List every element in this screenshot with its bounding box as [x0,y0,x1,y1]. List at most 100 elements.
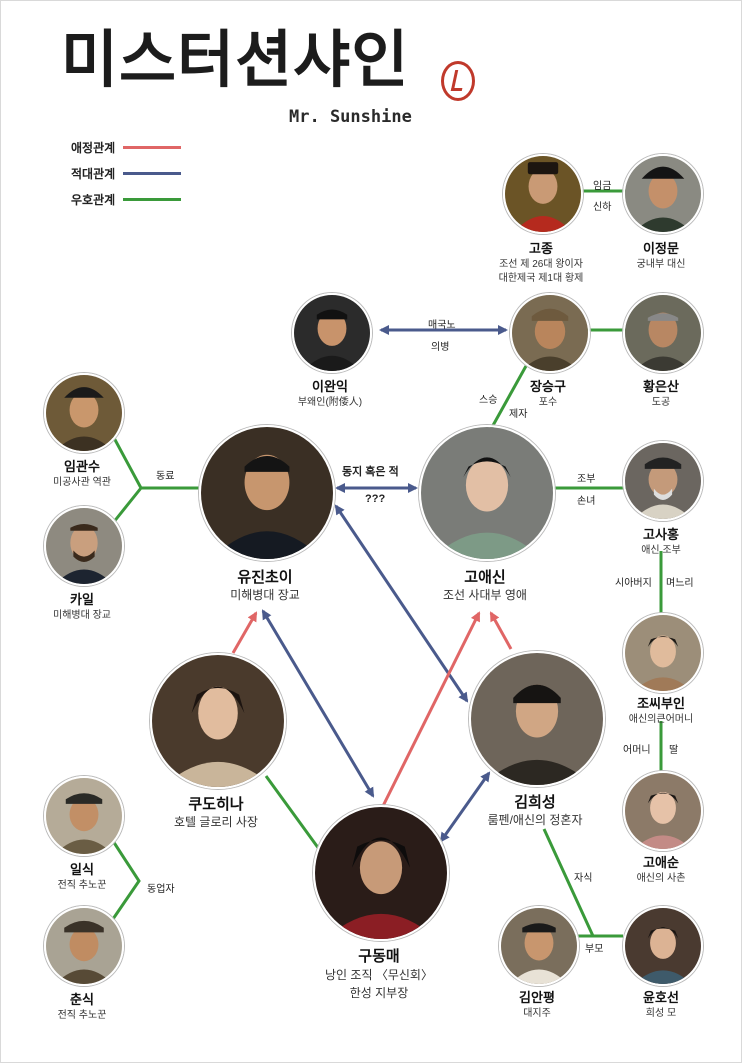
red-seal-stamp [441,61,475,101]
portrait-hwangeunsan [623,293,703,373]
link-ilsik-chunsik [111,840,141,920]
character-desc: 미해병대 장교 [53,610,111,621]
rel-partner: 동업자 [147,884,175,895]
legend-love: 애정관계 [71,139,182,156]
link-kimheesung-goaesin [489,611,513,650]
show-subtitle: Mr. Sunshine [289,107,412,127]
legend-hostile-line [123,172,182,175]
character-name: 카일 [70,592,94,607]
character-name: 유진초이 [237,569,293,586]
legend-friendly: 우호관계 [71,191,182,208]
portrait-goaesun [623,771,703,851]
character-name: 이완익 [312,379,348,394]
rel-father-in-law: 시아버지 [615,578,652,589]
character-name: 고애순 [643,855,679,870]
character-desc: 조선 제 26대 왕이자 [499,259,583,270]
portrait-leejungmun [623,154,703,234]
rel-parent: 부모 [585,944,604,955]
link-imgwansu-kyle-eugene [111,435,199,524]
rel-daughter-in-law: 며느리 [666,578,694,589]
character-desc: 포수 [538,397,558,408]
character-desc: 호텔 글로리 사장 [174,815,258,829]
character-name: 김희성 [514,794,556,811]
character-name: 조씨부인 [637,696,685,711]
portrait-gosahong [623,441,703,521]
rel-subject: 신하 [593,202,612,213]
character-name: 윤호선 [643,990,679,1005]
rel-teacher: 스승 [479,395,498,406]
link-gudongmae-kimheesung [439,771,491,843]
link-gudongmae-goaesin [381,611,481,807]
character-name: 쿠도히나 [188,796,244,813]
character-desc: 궁내부 대신 [636,259,686,270]
portrait-chunsik [44,906,124,986]
portrait-kyle [44,506,124,586]
portrait-leewanik [292,293,372,373]
portrait-joassi [623,613,703,693]
character-name: 구동매 [358,948,400,965]
rel-colleague: 동료 [156,471,175,482]
character-desc: 대지주 [523,1008,551,1019]
portrait-kimheesung [469,651,605,787]
rel-comrade-or-enemy: 동지 혹은 적 [342,466,399,478]
character-desc: 낭인 조직 〈무신회〉 [325,968,433,982]
portrait-eugene [199,425,335,561]
character-desc: 미공사관 역관 [53,477,111,488]
legend-love-line [123,146,182,149]
character-desc: 룸펜/애신의 정혼자 [487,813,583,827]
character-name: 춘식 [70,992,94,1007]
character-name: 고애신 [464,569,506,586]
legend-friendly-line [123,198,182,201]
character-desc: 조선 사대부 영애 [443,588,527,602]
character-desc: 부왜인(附倭人) [297,397,363,408]
character-name: 임관수 [64,459,100,474]
link-eugene-kimheesung [334,504,469,703]
rel-mother: 어머니 [623,745,651,756]
show-title: 미스터션샤인 [61,23,410,96]
portrait-yunhoseon [623,906,703,986]
character-desc: 전직 추노꾼 [57,1010,107,1021]
portrait-kudohina [150,653,286,789]
character-name: 일식 [70,862,94,877]
rel-child: 자식 [574,873,593,884]
rel-militia: 의병 [431,342,450,353]
legend-friendly-label: 우호관계 [71,193,116,207]
legend-hostile: 적대관계 [71,165,182,182]
character-desc: 애신의큰어머니 [628,714,694,725]
rel-king: 임금 [593,181,612,192]
character-name: 김안평 [519,990,555,1005]
link-kudohina-eugene [231,611,258,654]
portrait-ilsik [44,776,124,856]
character-name: 고종 [529,241,553,256]
portrait-kimanpyeong [499,906,579,986]
character-desc: 도공 [651,397,671,408]
rel-daughter: 딸 [669,745,679,756]
legend-love-label: 애정관계 [71,141,116,155]
link-eugene-gudongmae [261,609,375,798]
rel-unknown: ??? [365,493,386,505]
rel-disciple: 제자 [509,409,528,420]
link-jangseunggu-goaesin [489,365,528,430]
character-desc-2: 대한제국 제1대 황제 [498,273,584,284]
character-name: 이정문 [643,241,679,256]
portrait-gudongmae [313,805,449,941]
legend-hostile-label: 적대관계 [71,167,116,181]
character-desc: 전직 추노꾼 [57,880,107,891]
portrait-goaesin [419,425,555,561]
portrait-jangseunggu [510,293,590,373]
portrait-imgwansu [44,373,124,453]
character-desc: 미해병대 장교 [230,588,300,602]
character-name: 장승구 [530,379,566,394]
character-desc: 애신 조부 [641,545,681,556]
rel-traitor: 매국노 [428,320,456,331]
character-desc: 애신의 사촌 [636,873,686,884]
character-name: 고사홍 [643,527,679,542]
character-desc: 희성 모 [645,1008,677,1019]
character-desc-2: 한성 지부장 [349,986,409,1000]
character-name: 황은산 [643,379,679,394]
rel-granddaughter: 손녀 [577,496,596,507]
portrait-gojong [503,154,583,234]
rel-grandfather: 조부 [577,474,596,485]
